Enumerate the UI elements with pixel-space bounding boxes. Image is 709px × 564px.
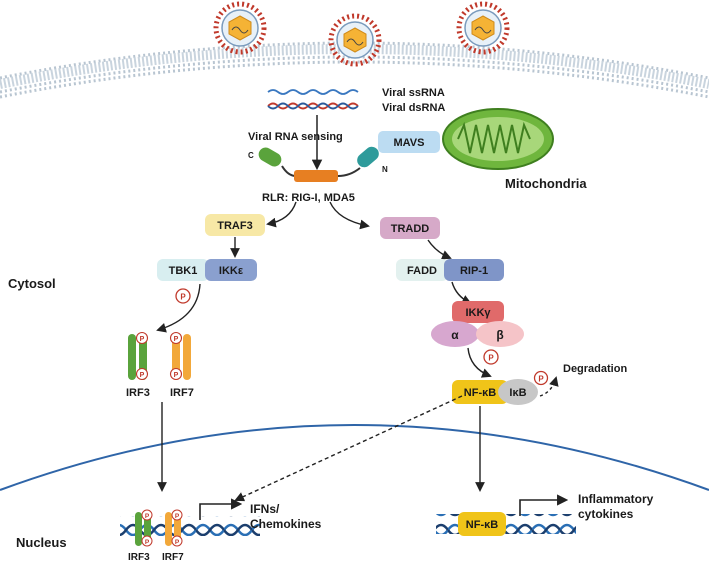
ikb-label: IκB xyxy=(509,387,526,399)
phosphate-label: P xyxy=(140,336,145,343)
ifns-label-line1: IFNs/ xyxy=(250,502,280,516)
virus-icon xyxy=(456,1,510,55)
nucleus-label: Nucleus xyxy=(16,535,67,550)
tradd-label: TRADD xyxy=(391,223,430,235)
irf7-label: IRF7 xyxy=(170,387,194,399)
ikkg-node xyxy=(452,301,504,323)
phosphate-icon xyxy=(169,331,183,345)
phosphate-label: P xyxy=(145,539,150,546)
rip1-node xyxy=(444,259,504,281)
nuclear-nfkb-label: NF-κB xyxy=(466,519,498,531)
phosphate-label: P xyxy=(174,372,179,379)
phosphate-icon xyxy=(483,349,499,365)
ikk-beta-node xyxy=(476,321,524,347)
fadd-label: FADD xyxy=(407,265,437,277)
virus-icon xyxy=(213,1,267,55)
virus-icon xyxy=(328,13,382,67)
arrow-to-traf3 xyxy=(266,201,297,228)
ikk-alpha-node xyxy=(431,321,479,347)
nuclear-irf7-label: IRF7 xyxy=(162,552,184,563)
phosphate-icon xyxy=(171,509,183,521)
traf3-label: TRAF3 xyxy=(217,220,252,232)
nuclear-nfkb-node xyxy=(458,512,506,536)
rlr-protein-icon xyxy=(258,146,379,182)
arrow-to-nfkb xyxy=(467,347,492,378)
tbk1-node xyxy=(157,259,209,281)
ikb-node xyxy=(498,379,538,405)
ssrna-label: Viral ssRNA xyxy=(382,87,445,99)
inflammatory-label-line2: cytokines xyxy=(578,507,634,521)
mitochondria-icon xyxy=(442,108,554,170)
cytosol-label: Cytosol xyxy=(8,276,56,291)
ssrna-strand-icon xyxy=(267,89,359,95)
phosphate-icon xyxy=(141,535,153,547)
cytokine-transcription-arrow xyxy=(519,494,569,516)
rlr-label: RLR: RIG-I, MDA5 xyxy=(262,192,355,204)
fadd-node xyxy=(396,259,448,281)
phosphate-icon xyxy=(169,367,183,381)
phosphate-label: P xyxy=(175,513,180,520)
traf3-node xyxy=(205,214,265,236)
dsrna-label: Viral dsRNA xyxy=(382,102,445,114)
phosphate-label: P xyxy=(175,539,180,546)
nuclear-membrane xyxy=(0,424,709,491)
mavs-label: MAVS xyxy=(394,137,425,149)
phosphate-label: P xyxy=(488,354,494,363)
degradation-label: Degradation xyxy=(563,363,627,375)
phosphate-icon xyxy=(141,509,153,521)
arrow-to-tradd xyxy=(329,201,370,230)
dsrna-strand-icon xyxy=(267,102,359,110)
phosphate-icon xyxy=(175,288,191,304)
phosphate-icon xyxy=(533,370,549,386)
sensing-label: Viral RNA sensing xyxy=(248,131,343,143)
ikkg-label: IKKγ xyxy=(465,307,491,319)
nuclear-irf3-label: IRF3 xyxy=(128,552,150,563)
tradd-node xyxy=(380,217,440,239)
ikke-node xyxy=(205,259,257,281)
ifn-transcription-arrow xyxy=(199,498,243,520)
phosphate-label: P xyxy=(174,336,179,343)
phosphate-icon xyxy=(171,535,183,547)
phosphate-label: P xyxy=(180,293,186,302)
phosphate-label: P xyxy=(140,372,145,379)
nfkb-label: NF-κB xyxy=(464,387,496,399)
arrow-to-irf xyxy=(156,283,201,333)
nfkb-to-ifn-arrow xyxy=(234,395,463,502)
beta-label: β xyxy=(496,328,503,342)
inflammatory-label-line1: Inflammatory xyxy=(578,492,654,506)
phosphate-label: P xyxy=(145,513,150,520)
nfkb-node xyxy=(452,380,508,404)
phosphate-icon xyxy=(135,331,149,345)
irf3-dimer-icon xyxy=(128,334,147,380)
phosphate-label: P xyxy=(538,375,544,384)
alpha-label: α xyxy=(451,328,459,342)
dna-icon xyxy=(120,516,260,536)
degradation-arrow xyxy=(539,376,559,397)
phosphate-icon xyxy=(135,367,149,381)
tbk1-label: TBK1 xyxy=(169,265,198,277)
mitochondria-label: Mitochondria xyxy=(505,176,587,191)
mavs-node xyxy=(378,131,440,153)
ifns-label-line2: Chemokines xyxy=(250,517,322,531)
arrow-to-ikk xyxy=(451,281,472,304)
c-terminus-label: C xyxy=(248,151,254,160)
irf3-label: IRF3 xyxy=(126,387,150,399)
dsrna-strand-icon xyxy=(267,102,359,110)
ikke-label: IKKε xyxy=(219,265,244,277)
arrow-to-fadd xyxy=(427,239,452,260)
n-terminus-label: N xyxy=(382,165,388,174)
rip1-label: RIP-1 xyxy=(460,265,488,277)
